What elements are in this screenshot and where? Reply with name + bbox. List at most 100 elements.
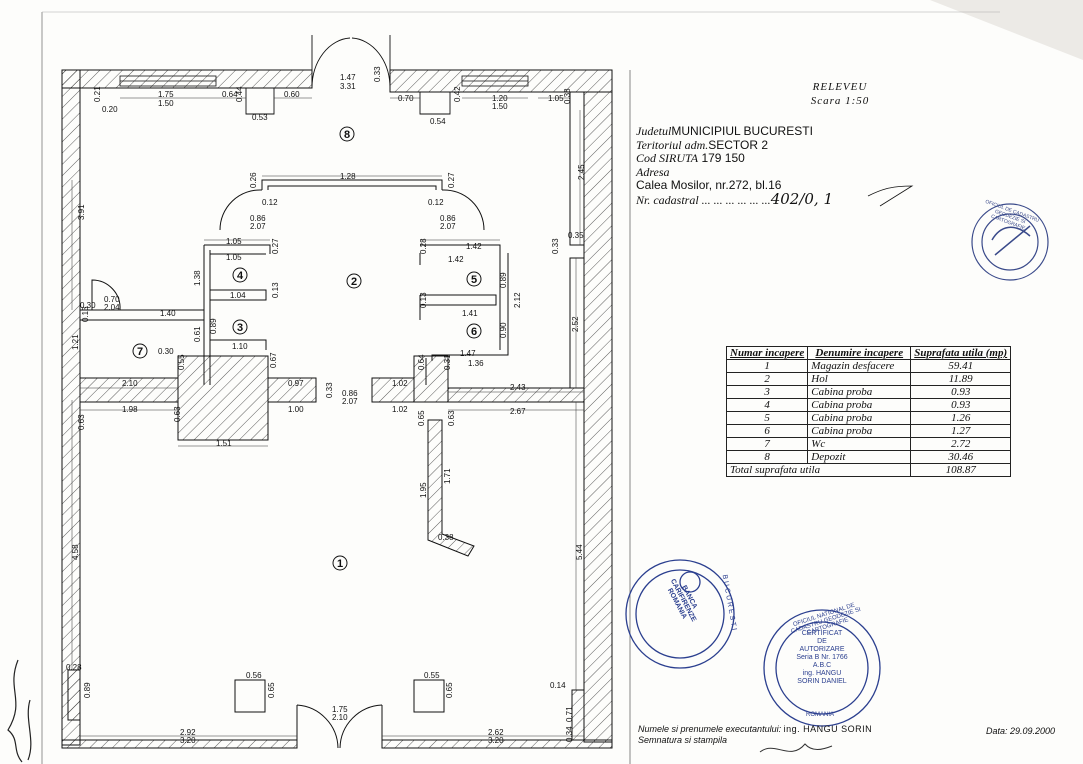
document-title: RELEVEU (812, 81, 868, 93)
cell-area: 59.41 (910, 359, 1012, 373)
dim-label: 0.34 (565, 726, 574, 742)
dim-label: 0.12 (428, 198, 444, 207)
dim-label: 0.44 (235, 86, 244, 102)
dim-label: 1.02 (392, 379, 408, 388)
certificate-stamp (763, 609, 881, 727)
cadastral-label: Nr. cadastral ... ... ... ... ... ... (636, 192, 771, 207)
dim-label: 0.61 (193, 326, 202, 342)
dim-label: 0.30 (158, 347, 174, 356)
dim-label: 2.62 (488, 728, 504, 737)
dim-label: 0.55 (424, 671, 440, 680)
dim-label: 2.07 (342, 397, 358, 406)
dim-label: 1.10 (232, 342, 248, 351)
dim-label: 0.97 (288, 379, 304, 388)
dim-label: 0.89 (499, 272, 508, 288)
dim-label: 1.75 (332, 705, 348, 714)
dimension-lines (71, 97, 584, 737)
dim-label: 0.38 (563, 88, 572, 104)
dim-label: 1.05 (226, 237, 242, 246)
room-number-2: 2 (351, 276, 357, 288)
dim-label: 1.38 (193, 270, 202, 286)
dim-label: 2.52 (571, 316, 580, 332)
dim-label: 1.42 (448, 255, 464, 264)
dim-label: 0.67 (269, 352, 278, 368)
dim-label: 0.13 (81, 306, 90, 322)
interior-walls (67, 92, 585, 749)
dim-label: 1.75 (158, 90, 174, 99)
room-number-6: 6 (471, 326, 477, 338)
dim-label: 1.98 (122, 405, 138, 414)
dim-label: 0.33 (551, 238, 560, 254)
adresa-value: Calea Mosilor, nr.272, bl.16 (636, 178, 782, 192)
dim-label: 1.50 (158, 99, 174, 108)
dim-label: 2.43 (510, 383, 526, 392)
room-number-4: 4 (237, 270, 244, 282)
judet-value: MUNICIPIUL BUCURESTI (671, 124, 813, 138)
cell-area: 2.72 (910, 437, 1012, 451)
dim-label: 1.47 (340, 73, 356, 82)
cell-number: 7 (725, 437, 809, 451)
dim-label: 2.12 (513, 292, 522, 308)
top-windows (119, 75, 529, 87)
dim-label: 0.31 (443, 354, 452, 370)
dim-label: 1.05 (548, 94, 564, 103)
dim-label: 1.36 (468, 359, 484, 368)
dim-label: 1.40 (160, 309, 176, 318)
dim-label: 0.27 (271, 238, 280, 254)
cell-number: 2 (725, 372, 809, 386)
dim-label: 0.30 (80, 301, 96, 310)
cell-area: 1.26 (910, 411, 1012, 425)
teritoriu-label: Teritoriul adm. (636, 137, 709, 152)
room-number-7: 7 (137, 346, 143, 358)
dim-label: 3.20 (488, 736, 504, 745)
cert-line: Seria B Nr. 1766 (796, 654, 848, 661)
engineer-name: ing. HANGU SORIN (783, 724, 873, 734)
certificate-stamp-bottom: ROMANIA (806, 712, 835, 718)
dim-label: 0.64 (417, 354, 426, 370)
footer: Numele si prenumele executantului: ing. … (638, 724, 872, 746)
adresa-label: Adresa (636, 164, 670, 179)
cell-name: Wc (807, 437, 912, 451)
room-number-3: 3 (237, 322, 243, 334)
col-header-number: Numar incapere (725, 346, 809, 360)
dim-label: 2.07 (440, 222, 456, 231)
room-number-5: 5 (471, 274, 477, 286)
dim-label: 0.70 (398, 94, 414, 103)
dim-label: 1.41 (462, 309, 478, 318)
dim-label: 1.02 (392, 405, 408, 414)
dim-label: 0.90 (499, 322, 508, 338)
dim-label: 0.35 (568, 231, 584, 240)
bank-stamp (625, 559, 735, 669)
dim-label: 2.45 (577, 164, 586, 180)
cell-area: 0.93 (910, 398, 1012, 412)
dim-label: 0.60 (284, 90, 300, 99)
page-fold (930, 0, 1083, 60)
dim-label: 1.05 (226, 253, 242, 262)
dim-label: 0.89 (209, 318, 218, 334)
cell-number: 4 (725, 398, 809, 412)
dim-label: 0.86 (440, 214, 456, 223)
dim-label: 0.64 (222, 90, 238, 99)
cell-name: Cabina proba (807, 411, 912, 425)
dim-label: 0.53 (252, 113, 268, 122)
dim-label: 1.42 (466, 242, 482, 251)
dim-label: 0.63 (447, 410, 456, 426)
dim-label: 0.28 (419, 238, 428, 254)
dim-label: 0.54 (430, 117, 446, 126)
dim-label: 0.65 (417, 410, 426, 426)
cert-line: DE (817, 638, 827, 645)
certificate-stamp-body: CERTIFICAT DE AUTORIZARE Seria B Nr. 176… (786, 630, 858, 686)
areas-table: Numar incapere Denumire incapere Suprafa… (725, 346, 1012, 477)
dim-label: 1.47 (460, 349, 476, 358)
cartography-stamp-small (971, 203, 1049, 281)
dim-label: 0.71 (565, 706, 574, 722)
dim-label: 0.38 (438, 533, 454, 542)
dim-label: 2.10 (122, 379, 138, 388)
cadastral-value: 402/0, 1 (770, 189, 833, 208)
cell-area: 1.27 (910, 424, 1012, 438)
